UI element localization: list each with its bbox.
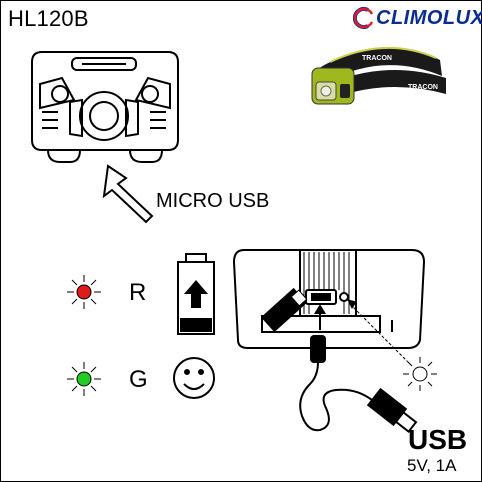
usb-spec-label: 5V, 1A	[407, 456, 457, 475]
svg-text:TRACON: TRACON	[408, 84, 438, 91]
usb-a-plug	[366, 387, 418, 434]
smiley-face-icon	[173, 357, 215, 399]
headlamp-front-drawing	[31, 51, 179, 163]
micro-usb-label: MICRO USB	[156, 190, 270, 212]
arrow-icon	[102, 164, 154, 224]
usb-label: USB	[408, 424, 468, 455]
brand-logo-icon	[352, 7, 374, 29]
headlamp-back-drawing	[232, 249, 426, 349]
port-cover	[260, 287, 308, 333]
green-led-indicator	[67, 362, 101, 396]
headlamp-photo: TRACON TRACON	[311, 46, 446, 105]
red-led-indicator	[67, 275, 101, 309]
model-label: HL120B	[8, 6, 89, 31]
green-led-dot	[76, 371, 92, 387]
sun-light-icon	[347, 299, 437, 391]
brand-name: CLIMOLUX	[376, 6, 482, 29]
red-indicator-label: R	[129, 279, 147, 306]
green-indicator-label: G	[129, 366, 148, 393]
insert-arrow-icon	[314, 304, 326, 330]
svg-text:TRACON: TRACON	[362, 55, 392, 62]
usb-cable	[299, 335, 373, 432]
red-led-dot	[76, 284, 92, 300]
battery-charging-icon	[177, 253, 215, 335]
brand-logo: CLIMOLUX	[348, 4, 482, 32]
